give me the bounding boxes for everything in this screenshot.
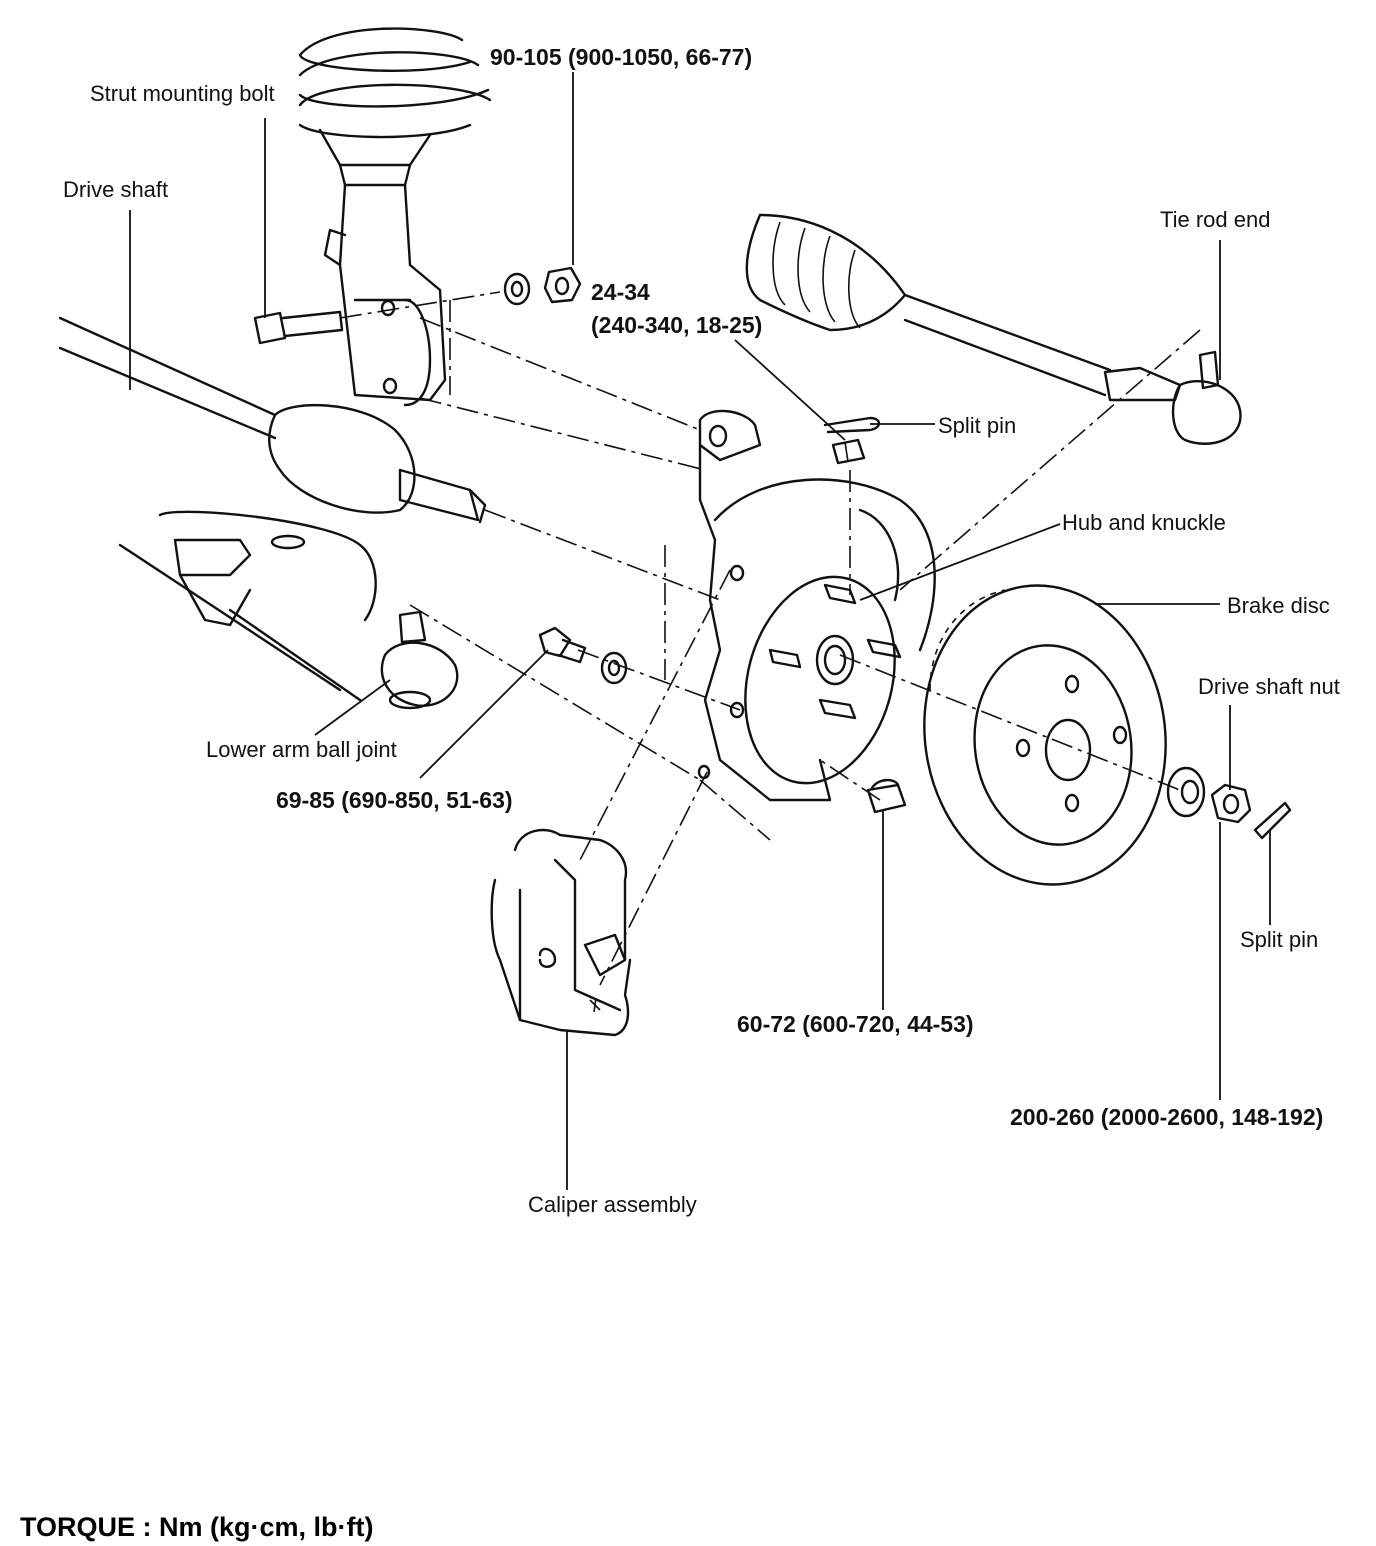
- ball-joint-nut: [866, 778, 907, 814]
- strut-mounting-bolt: [253, 310, 344, 345]
- label-split-pin-lower: Split pin: [1240, 927, 1319, 952]
- drive-shaft: [58, 316, 487, 524]
- torque-units-legend: TORQUE : Nm (kg·cm, lb·ft): [20, 1512, 374, 1542]
- tie-rod: [745, 213, 1242, 445]
- strut-assembly: [298, 27, 492, 407]
- label-caliper-assembly: Caliper assembly: [528, 1192, 697, 1217]
- label-torque-ball-joint-nut: 60-72 (600-720, 44-53): [737, 1011, 974, 1037]
- label-torque-tie-rod-nut-line1: 24-34: [591, 279, 650, 305]
- label-lower-arm-ball-joint: Lower arm ball joint: [206, 737, 397, 762]
- label-hub-and-knuckle: Hub and knuckle: [1062, 510, 1226, 535]
- brake-disc: [923, 584, 1167, 886]
- label-brake-disc: Brake disc: [1227, 593, 1330, 618]
- assembly-center-lines: [339, 291, 1201, 986]
- lower-arm-ball-joint: [380, 610, 459, 710]
- split-pin-lower: [1253, 801, 1292, 840]
- label-tie-rod-end: Tie rod end: [1160, 207, 1271, 232]
- caliper-washer: [600, 651, 628, 685]
- label-torque-tie-rod-nut-line2: (240-340, 18-25): [591, 312, 763, 338]
- label-torque-strut: 90-105 (900-1050, 66-77): [490, 44, 753, 70]
- leader-lines: [129, 72, 1271, 1190]
- drive-shaft-nut: [1210, 783, 1252, 824]
- label-torque-drive-shaft-nut: 200-260 (2000-2600, 148-192): [1010, 1104, 1324, 1130]
- label-torque-caliper-bolt: 69-85 (690-850, 51-63): [276, 787, 513, 813]
- tie-rod-castle-nut: [831, 438, 866, 465]
- label-drive-shaft-nut: Drive shaft nut: [1198, 674, 1340, 699]
- strut-washer: [503, 272, 531, 306]
- hub-and-knuckle: [713, 478, 936, 785]
- lower-arm: [118, 510, 377, 702]
- caliper-assembly: [490, 828, 632, 1037]
- strut-nut: [543, 266, 582, 304]
- label-strut-mounting-bolt: Strut mounting bolt: [90, 81, 275, 106]
- label-drive-shaft: Drive shaft: [63, 177, 169, 202]
- knuckle: [697, 409, 832, 802]
- caliper-bolt: [538, 626, 587, 664]
- drive-shaft-washer: [1166, 766, 1206, 818]
- label-split-pin-upper: Split pin: [938, 413, 1017, 438]
